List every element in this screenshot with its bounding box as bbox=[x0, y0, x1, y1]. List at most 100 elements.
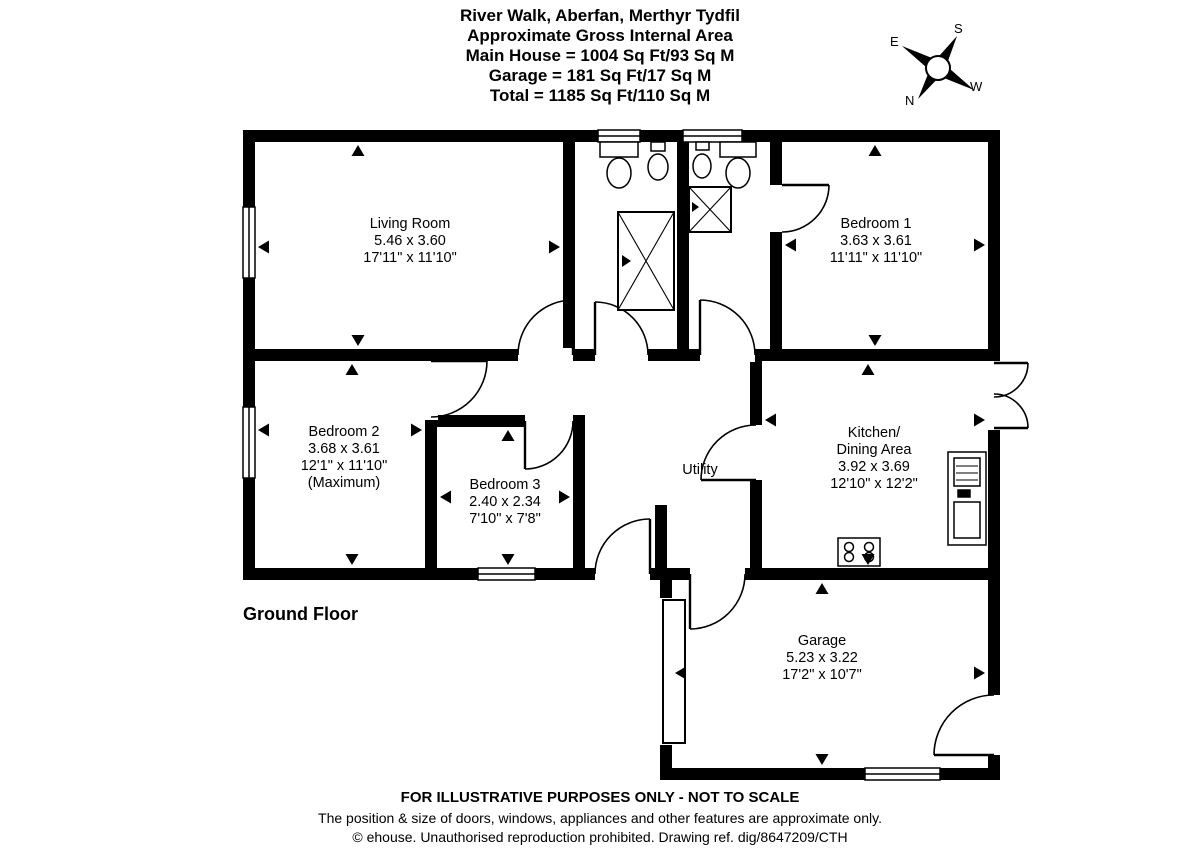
room-size-metric: 5.46 x 3.60 bbox=[374, 233, 446, 249]
dimension-arrow bbox=[974, 238, 985, 252]
room-size-imperial: 7'10" x 7'8" bbox=[469, 511, 541, 527]
dimension-arrow bbox=[258, 423, 269, 437]
compass-rose-icon bbox=[902, 36, 974, 99]
room-name: Kitchen/ bbox=[847, 425, 901, 441]
dimension-arrow bbox=[549, 240, 560, 254]
dimension-arrow bbox=[868, 335, 882, 346]
dimension-arrows bbox=[258, 145, 985, 765]
dimension-arrow bbox=[440, 490, 451, 504]
plan-title: River Walk, Aberfan, Merthyr Tydfil bbox=[460, 6, 740, 25]
floor-label: Ground Floor bbox=[243, 604, 358, 624]
door-bedroom-1 bbox=[781, 183, 830, 233]
french-doors bbox=[993, 361, 1029, 430]
wall-utility-stub bbox=[655, 505, 667, 568]
wall-right-lower bbox=[988, 430, 1000, 780]
door-bedroom-2 bbox=[430, 359, 488, 418]
room-label-kitchen: Kitchen/ Dining Area 3.92 x 3.69 12'10" … bbox=[776, 425, 972, 493]
dimension-arrow bbox=[501, 430, 515, 441]
compass-south-label: S bbox=[954, 21, 963, 36]
dimension-arrow bbox=[411, 423, 422, 437]
room-label-bedroom-1: Bedroom 1 3.63 x 3.61 11'11" x 11'10" bbox=[776, 216, 976, 267]
room-name: Utility bbox=[682, 462, 718, 478]
copyright-text: © ehouse. Unauthorised reproduction proh… bbox=[352, 829, 848, 845]
room-size-metric: 3.92 x 3.69 bbox=[838, 459, 910, 475]
room-size-metric: 3.63 x 3.61 bbox=[840, 233, 912, 249]
disclaimer-title: FOR ILLUSTRATIVE PURPOSES ONLY - NOT TO … bbox=[400, 789, 800, 806]
room-size-imperial: 17'2" x 10'7" bbox=[782, 667, 862, 683]
window-garage-bottom bbox=[864, 767, 941, 781]
compass-east-label: E bbox=[890, 34, 899, 49]
dimension-arrow bbox=[501, 554, 515, 565]
wash-basin bbox=[647, 141, 669, 181]
window-living-left bbox=[242, 206, 256, 279]
compass-west-label: W bbox=[970, 79, 983, 94]
room-label-living-room: Living Room 5.46 x 3.60 17'11" x 11'10" bbox=[310, 216, 510, 267]
dimension-arrow bbox=[351, 145, 365, 156]
room-size-metric: 2.40 x 2.34 bbox=[469, 494, 541, 510]
room-size-metric: 5.23 x 3.22 bbox=[786, 650, 858, 666]
room-name: Bedroom 1 bbox=[840, 216, 912, 232]
door-bathroom bbox=[593, 301, 649, 356]
room-name: Bedroom 2 bbox=[308, 424, 380, 440]
room-name: Dining Area bbox=[836, 442, 912, 458]
plan-header: River Walk, Aberfan, Merthyr Tydfil Appr… bbox=[0, 6, 1200, 106]
dimension-arrow bbox=[351, 335, 365, 346]
room-label-bedroom-3: Bedroom 3 2.40 x 2.34 7'10" x 7'8" bbox=[437, 477, 573, 528]
wall-right-upper bbox=[988, 130, 1000, 361]
door-living-room bbox=[517, 299, 575, 356]
wall-bed3-right bbox=[573, 415, 585, 568]
room-size-imperial: 12'10" x 12'2" bbox=[830, 476, 918, 492]
kitchen-sink bbox=[947, 451, 987, 546]
dimension-arrow bbox=[258, 240, 269, 254]
room-label-utility: Utility bbox=[650, 462, 750, 479]
wall-garage-bottom bbox=[660, 768, 1000, 780]
room-size-imperial: 12'1" x 11'10" bbox=[300, 458, 388, 474]
compass-north-label: N bbox=[905, 93, 915, 108]
window-bed2-left bbox=[242, 406, 256, 479]
doors bbox=[430, 183, 1029, 757]
wall-bath-divider bbox=[677, 142, 689, 349]
dimension-arrow bbox=[675, 666, 686, 680]
door-bedroom-3 bbox=[523, 420, 574, 470]
room-name: Garage bbox=[797, 633, 847, 649]
room-size-note: (Maximum) bbox=[307, 475, 381, 491]
hob bbox=[837, 537, 881, 567]
door-garage-side bbox=[933, 694, 995, 757]
bathroom-fixtures bbox=[599, 141, 757, 311]
dimension-arrow bbox=[861, 554, 875, 565]
dimension-arrow bbox=[559, 490, 570, 504]
door-utility-garage bbox=[688, 573, 746, 630]
room-size-metric: 3.68 x 3.61 bbox=[308, 441, 380, 457]
area-garage: Garage = 181 Sq Ft/17 Sq M bbox=[488, 66, 712, 85]
windows bbox=[242, 129, 941, 781]
disclaimer-text: The position & size of doors, windows, a… bbox=[318, 810, 882, 826]
room-size-imperial: 17'11" x 11'10" bbox=[363, 250, 457, 266]
shower bbox=[688, 186, 732, 233]
dimension-arrow bbox=[345, 554, 359, 565]
shower bbox=[617, 211, 675, 311]
room-label-garage: Garage 5.23 x 3.22 17'2" x 10'7" bbox=[722, 633, 922, 684]
door-shower-room bbox=[698, 299, 756, 356]
dimension-arrow bbox=[815, 754, 829, 765]
wash-basin bbox=[692, 141, 712, 179]
dimension-arrow bbox=[785, 238, 796, 252]
dimension-arrow bbox=[861, 364, 875, 375]
window-bathroom-top bbox=[597, 129, 641, 143]
door-back bbox=[594, 518, 652, 575]
kitchen-fixtures bbox=[837, 451, 987, 567]
area-main-house: Main House = 1004 Sq Ft/93 Sq M bbox=[465, 46, 735, 65]
area-total: Total = 1185 Sq Ft/110 Sq M bbox=[489, 86, 711, 105]
toilet bbox=[599, 141, 639, 189]
room-name: Bedroom 3 bbox=[469, 477, 541, 493]
dimension-arrow bbox=[868, 145, 882, 156]
toilet bbox=[719, 141, 757, 189]
dimension-arrow bbox=[765, 413, 776, 427]
room-label-bedroom-2: Bedroom 2 3.68 x 3.61 12'1" x 11'10" (Ma… bbox=[246, 424, 442, 492]
plan-subtitle: Approximate Gross Internal Area bbox=[467, 26, 733, 45]
walls bbox=[243, 130, 1000, 780]
room-name: Living Room bbox=[369, 216, 451, 232]
dimension-arrow bbox=[815, 583, 829, 594]
room-size-imperial: 11'11" x 11'10" bbox=[829, 250, 923, 266]
